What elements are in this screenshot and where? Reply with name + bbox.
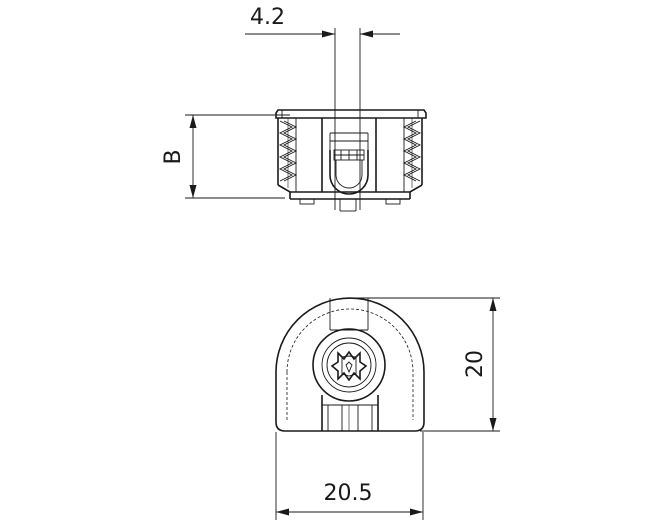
dimension-label-20-5: 20.5 [324, 481, 373, 506]
front-view: 20 20.5 [275, 297, 500, 520]
dimension-b: B [161, 114, 290, 199]
dimension-label-4-2: 4.2 [250, 5, 285, 30]
dimension-20: 20 [350, 297, 500, 432]
front-view-body [275, 297, 425, 432]
dimension-label-b: B [161, 149, 186, 164]
dimension-4-2: 4.2 [245, 5, 400, 210]
dimension-label-20: 20 [463, 350, 488, 378]
side-view-body [275, 109, 427, 212]
right-ribs [402, 118, 422, 188]
left-ribs [278, 118, 298, 188]
dimension-20-5: 20.5 [275, 432, 424, 520]
side-view: 4.2 B [161, 5, 427, 212]
